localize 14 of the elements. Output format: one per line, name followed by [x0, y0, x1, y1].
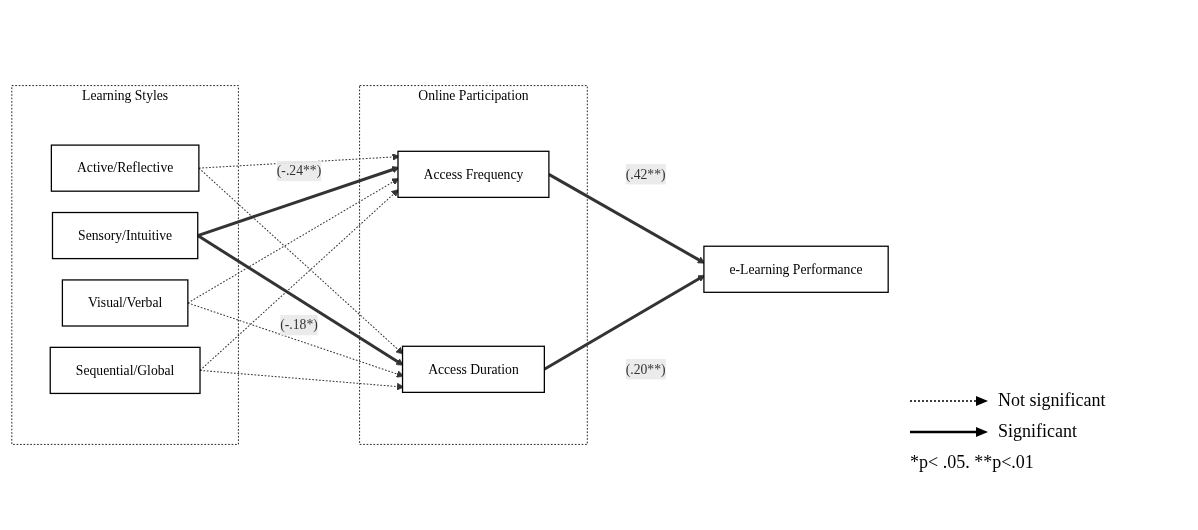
node-box: Active/Reflective: [50, 144, 200, 192]
edge-label: (.20**): [625, 361, 666, 377]
legend-text: Not significant: [998, 390, 1106, 411]
node-box: Access Frequency: [397, 150, 550, 198]
significance-note: *p< .05. **p<.01: [910, 452, 1035, 473]
node-box: Sequential/Global: [49, 346, 201, 395]
node-box: e-Learning Performance: [703, 245, 889, 293]
legend-text: Significant: [998, 421, 1077, 442]
node-box: Visual/Verbal: [61, 279, 189, 327]
edge-label: (-.24**): [276, 163, 322, 178]
node-box: Sensory/Intuitive: [51, 211, 199, 260]
node-box: Access Duration: [401, 345, 545, 393]
edge-label: (.42**): [625, 166, 666, 182]
edge-label: (-.18*): [280, 317, 318, 332]
